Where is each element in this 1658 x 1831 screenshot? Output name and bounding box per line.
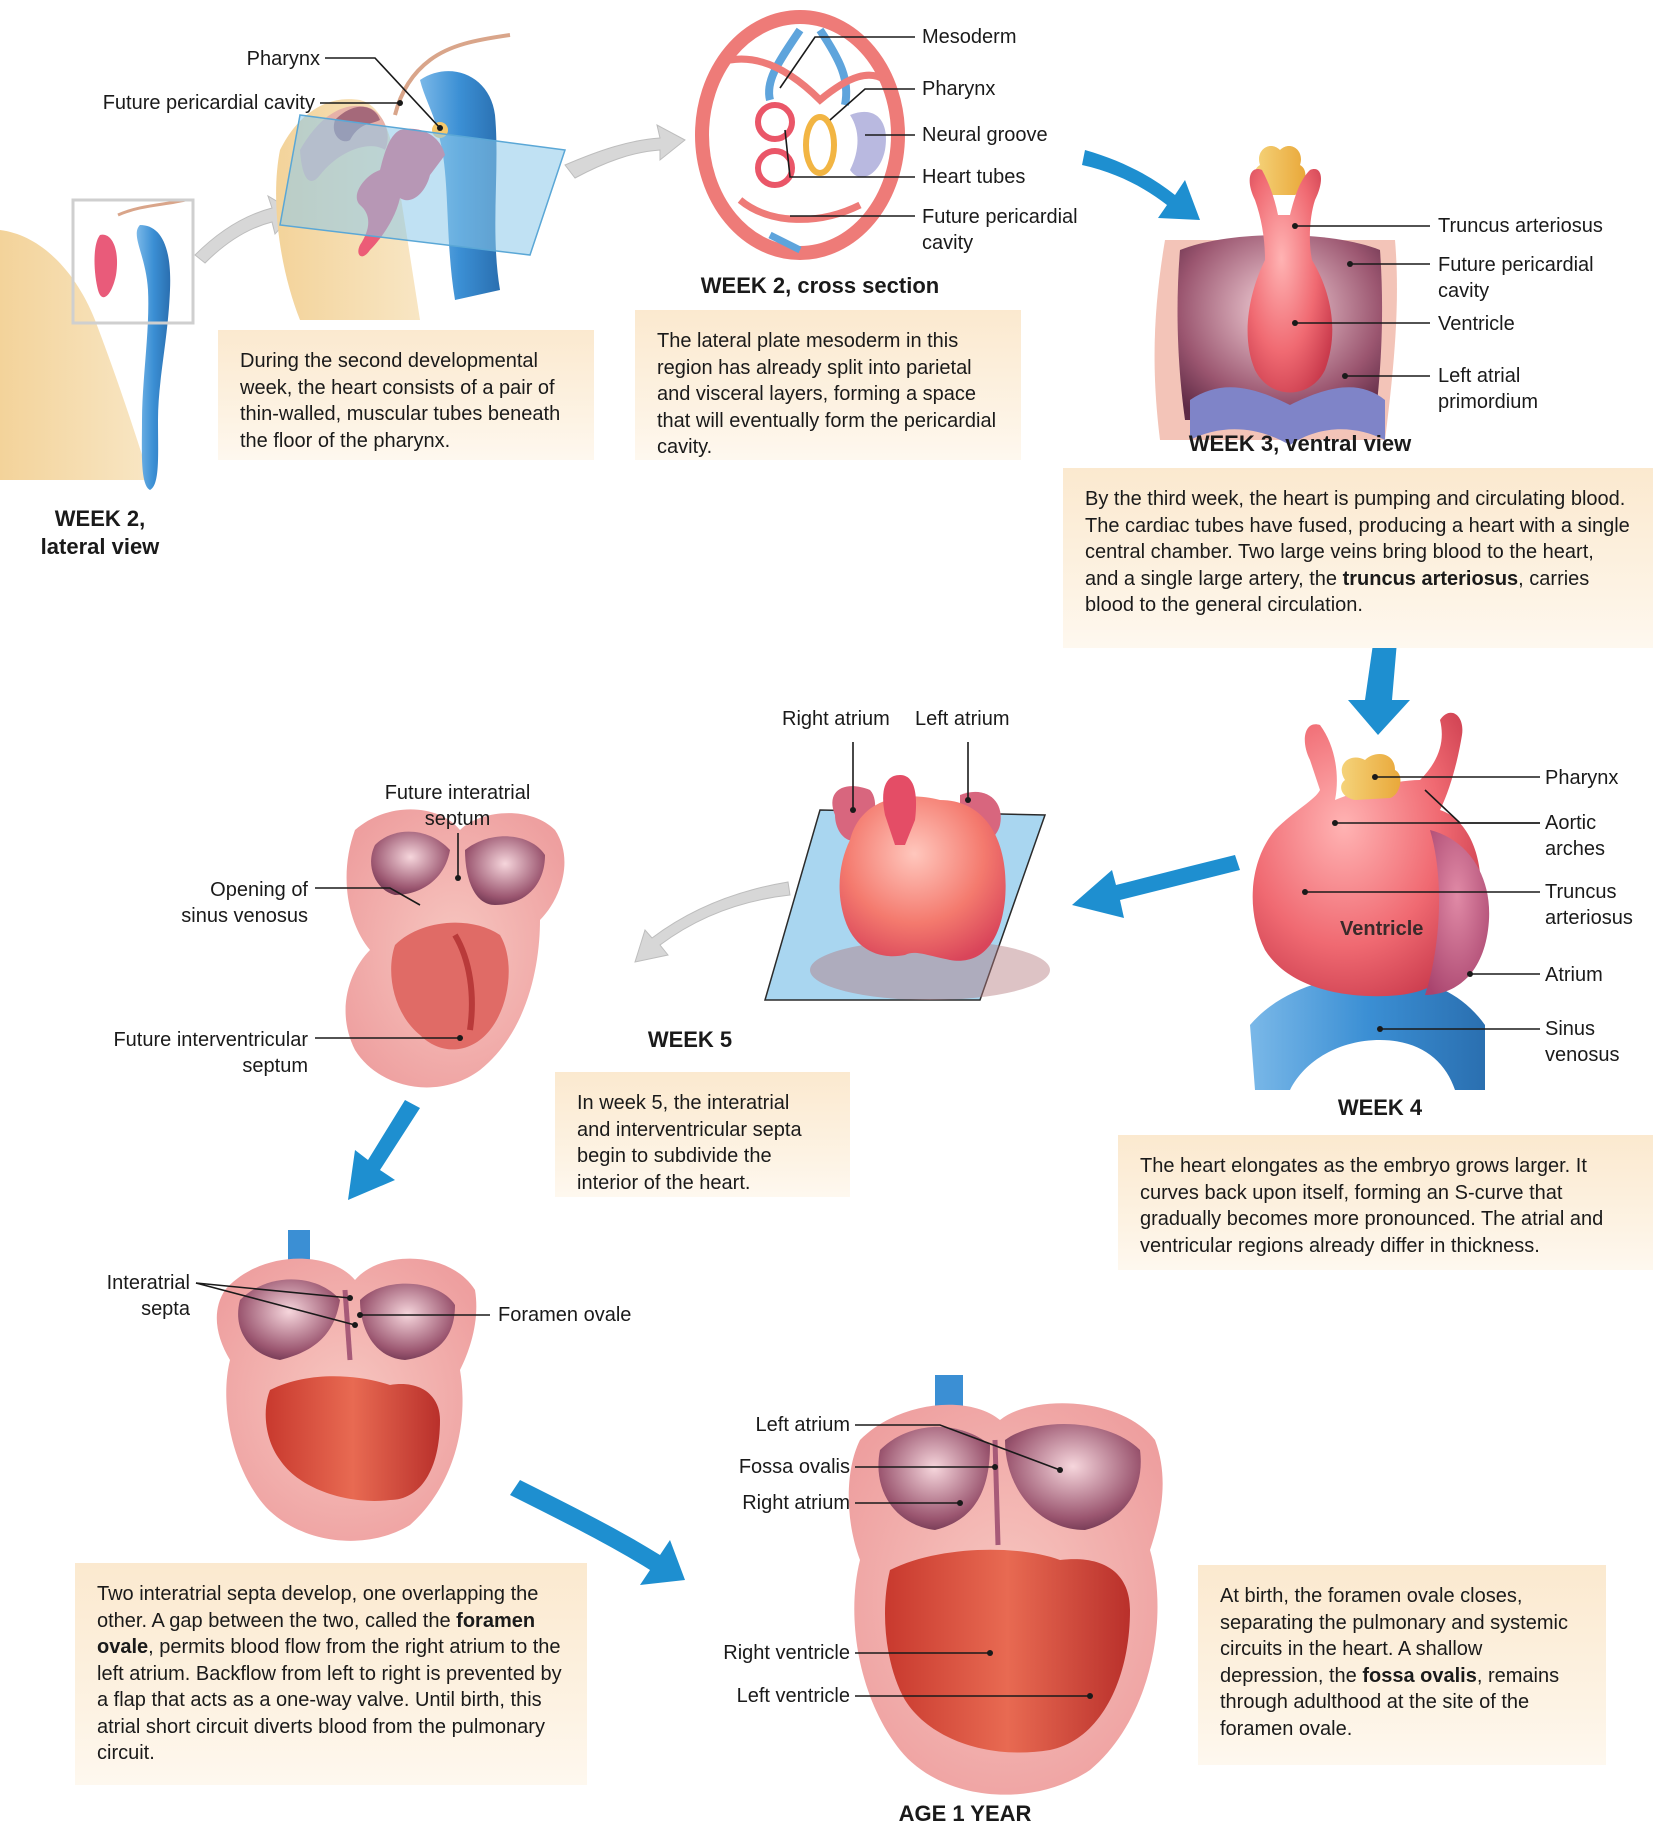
- label-left-atrial-primordium: Left atrial primordium: [1438, 363, 1538, 415]
- label-truncus-w3: Truncus arteriosus: [1438, 213, 1603, 239]
- blue-arrow-3: [1072, 855, 1240, 918]
- caption-week2-lateral: WEEK 2, lateral view: [15, 505, 185, 561]
- label-right-atrium-w5: Right atrium: [782, 706, 890, 732]
- label-future-pericardial-cross: Future pericardial cavity: [922, 204, 1078, 256]
- label-future-pericardial-w2: Future pericardial cavity: [60, 90, 315, 116]
- week4-illustration: [1250, 713, 1489, 1090]
- week5-illustration: [765, 775, 1050, 1000]
- label-left-ventricle: Left ventricle: [650, 1683, 850, 1709]
- caption-week2-cross: WEEK 2, cross section: [660, 272, 980, 300]
- text-week2-cross: The lateral plate mesoderm in this regio…: [635, 310, 1021, 460]
- label-foramen-ovale: Foramen ovale: [498, 1302, 631, 1328]
- septa-stage-illustration: [217, 1230, 477, 1541]
- week2-enlarged-illustration: [276, 35, 565, 320]
- label-neural-groove: Neural groove: [922, 122, 1048, 148]
- label-interatrial-septa: Interatrial septa: [80, 1270, 190, 1322]
- label-truncus-w4: Truncus arteriosus: [1545, 879, 1633, 931]
- blue-arrow-4: [348, 1100, 420, 1200]
- label-pharynx-w4: Pharynx: [1545, 765, 1618, 791]
- label-future-interatrial-septum: Future interatrial septum: [370, 780, 545, 832]
- gray-arrow-3: [635, 882, 790, 962]
- text-week5: In week 5, the interatrial and intervent…: [555, 1072, 850, 1197]
- age1-illustration: [849, 1375, 1163, 1795]
- inner-label-ventricle-w4: Ventricle: [1340, 918, 1423, 941]
- label-aortic-arches: Aortic arches: [1545, 810, 1605, 862]
- gray-arrow-2: [565, 125, 685, 178]
- blue-arrow-1: [1082, 150, 1200, 220]
- label-future-interventricular-septum: Future interventricular septum: [60, 1027, 308, 1079]
- text-week4: The heart elongates as the embryo grows …: [1118, 1135, 1653, 1270]
- label-pharynx-w2: Pharynx: [200, 46, 320, 72]
- week5-interior-illustration: [346, 809, 565, 1087]
- text-age1: At birth, the foramen ovale closes, sepa…: [1198, 1565, 1606, 1765]
- label-heart-tubes: Heart tubes: [922, 164, 1025, 190]
- label-left-atrium-w5: Left atrium: [915, 706, 1009, 732]
- text-week3: By the third week, the heart is pumping …: [1063, 468, 1653, 648]
- label-opening-sinus-venosus: Opening of sinus venosus: [150, 877, 308, 929]
- caption-week4: WEEK 4: [1280, 1094, 1480, 1122]
- label-mesoderm: Mesoderm: [922, 24, 1016, 50]
- text-septa-stage: Two interatrial septa develop, one overl…: [75, 1563, 587, 1785]
- label-right-ventricle: Right ventricle: [650, 1640, 850, 1666]
- week3-illustration: [1155, 146, 1397, 445]
- label-left-atrium-age1: Left atrium: [650, 1412, 850, 1438]
- text-week2-lateral: During the second developmental week, th…: [218, 330, 594, 460]
- label-future-pericardial-w3: Future pericardial cavity: [1438, 252, 1594, 304]
- label-right-atrium-age1: Right atrium: [650, 1490, 850, 1516]
- label-ventricle-w3: Ventricle: [1438, 311, 1515, 337]
- label-sinus-venosus: Sinus venosus: [1545, 1016, 1620, 1068]
- caption-age1: AGE 1 YEAR: [850, 1800, 1080, 1828]
- caption-week5: WEEK 5: [590, 1026, 790, 1054]
- label-pharynx-cross: Pharynx: [922, 76, 995, 102]
- label-atrium-w4: Atrium: [1545, 962, 1603, 988]
- caption-week3: WEEK 3, ventral view: [1140, 430, 1460, 458]
- label-fossa-ovalis: Fossa ovalis: [650, 1454, 850, 1480]
- week2-lateral-illustration: [0, 200, 193, 490]
